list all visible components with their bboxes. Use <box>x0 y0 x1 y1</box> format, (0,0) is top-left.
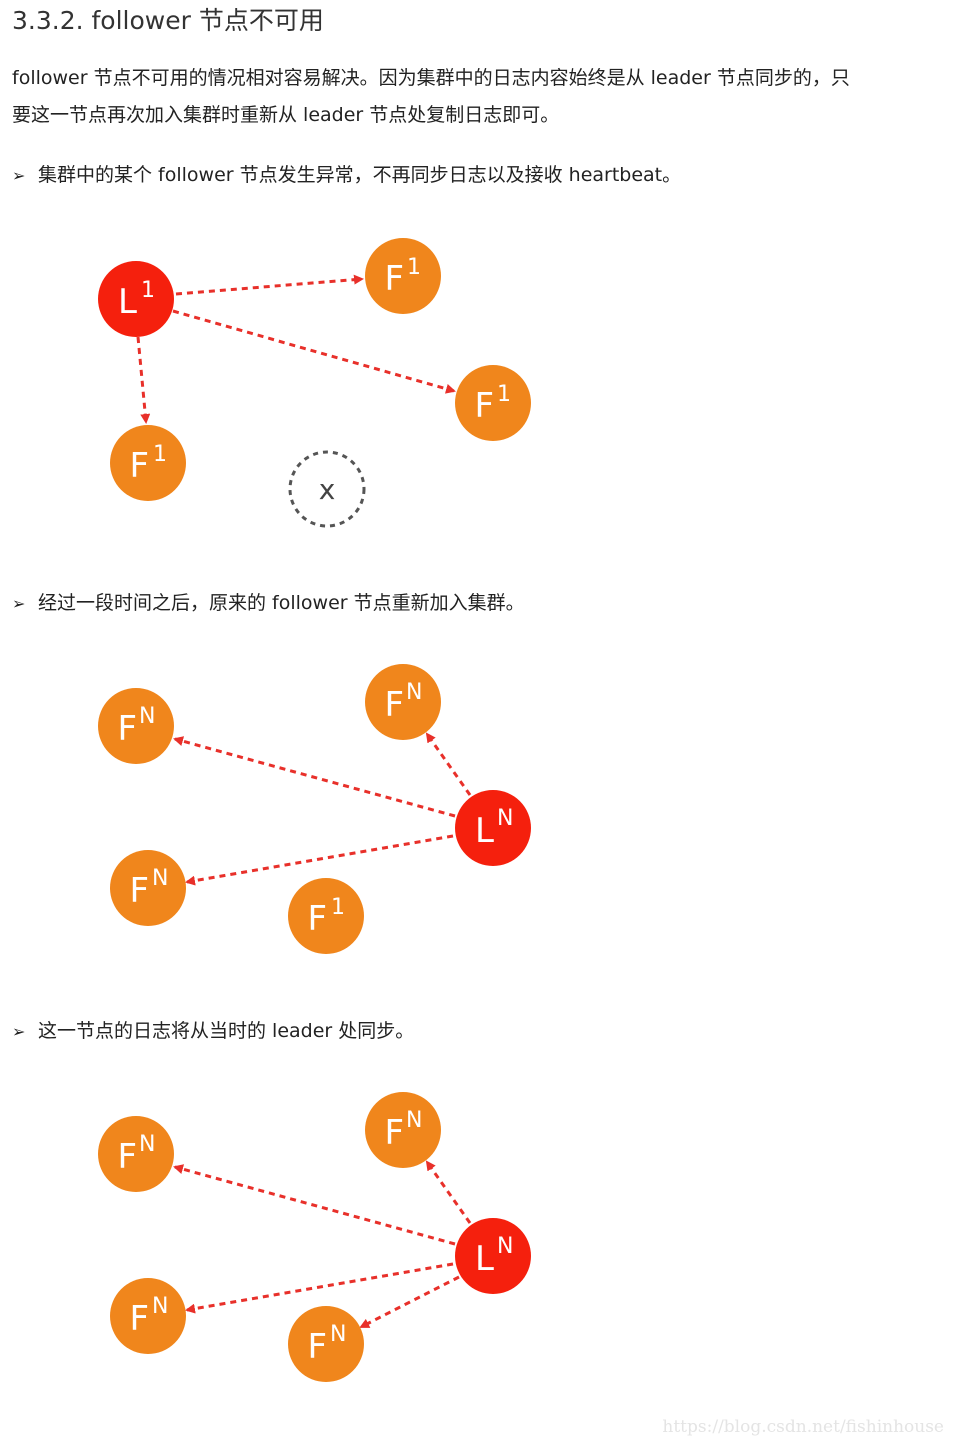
node-term: 1 <box>153 442 167 467</box>
node-letter: F <box>384 1113 404 1153</box>
follower-node: F N <box>98 688 174 764</box>
node-letter: L <box>475 811 494 851</box>
node-term: N <box>152 866 168 891</box>
node-term: 1 <box>331 895 345 920</box>
follower-node: F N <box>110 1278 186 1354</box>
heartbeat-arrow <box>136 336 151 424</box>
node-term: N <box>152 1294 168 1319</box>
synced-follower-node: F N <box>288 1306 364 1382</box>
node-letter: F <box>384 685 404 725</box>
bullet-item-2: ➢ 经过一段时间之后，原来的 follower 节点重新加入集群。 <box>12 591 525 616</box>
heartbeat-arrow <box>185 834 454 886</box>
diagram-follower-rejoin: F N F N L N F N F 1 <box>98 664 531 954</box>
node-letter: L <box>475 1239 494 1279</box>
rejoined-follower-node: F 1 <box>288 878 364 954</box>
node-term: 1 <box>141 278 155 303</box>
heartbeat-arrow <box>173 1164 456 1246</box>
log-sync-arrow <box>359 1275 460 1329</box>
intro-line-2: 要这一节点再次加入集群时重新从 leader 节点处复制日志即可。 <box>12 104 560 126</box>
node-letter: L <box>118 282 137 322</box>
bullet-text: 这一节点的日志将从当时的 leader 处同步。 <box>38 1020 415 1042</box>
node-term: N <box>139 704 155 729</box>
node-letter: F <box>307 1327 327 1367</box>
follower-node: F 1 <box>110 425 186 501</box>
node-letter: F <box>117 709 137 749</box>
heartbeat-arrow <box>425 1160 472 1224</box>
follower-node: F N <box>110 850 186 926</box>
bullet-text: 经过一段时间之后，原来的 follower 节点重新加入集群。 <box>38 592 525 614</box>
follower-node: F 1 <box>455 365 531 441</box>
node-letter: F <box>129 446 149 486</box>
heartbeat-arrow <box>173 736 456 818</box>
watermark: https://blog.csdn.net/fishinhouse <box>662 1417 944 1437</box>
heartbeat-arrow <box>175 274 364 296</box>
bullet-arrow-icon: ➢ <box>12 166 26 185</box>
bullet-text: 集群中的某个 follower 节点发生异常，不再同步日志以及接收 heartb… <box>38 164 682 186</box>
leader-node: L N <box>455 1218 531 1294</box>
diagram-arrows <box>136 274 456 424</box>
section-heading: 3.3.2. follower 节点不可用 <box>12 6 324 35</box>
node-term: 1 <box>497 382 511 407</box>
follower-node: F N <box>98 1116 174 1192</box>
node-letter: F <box>474 386 494 426</box>
node-term: N <box>497 1234 513 1259</box>
node-letter: F <box>384 259 404 299</box>
node-term: 1 <box>407 255 421 280</box>
heartbeat-arrow <box>185 1262 454 1314</box>
diagram-arrows <box>173 732 472 886</box>
node-term: N <box>139 1132 155 1157</box>
bullet-arrow-icon: ➢ <box>12 594 26 613</box>
node-letter: F <box>307 899 327 939</box>
intro-line-1: follower 节点不可用的情况相对容易解决。因为集群中的日志内容始终是从 l… <box>12 67 850 89</box>
node-term: N <box>406 1108 422 1133</box>
node-letter: F <box>117 1137 137 1177</box>
node-term: N <box>330 1322 346 1347</box>
leader-node: L 1 <box>98 261 174 337</box>
heartbeat-arrow <box>425 732 472 796</box>
diagram-follower-failure: L 1 F 1 F 1 F 1 x <box>98 238 531 528</box>
follower-node: F N <box>365 1092 441 1168</box>
bullet-item-1: ➢ 集群中的某个 follower 节点发生异常，不再同步日志以及接收 heart… <box>12 163 681 188</box>
failed-node: x <box>288 450 366 528</box>
heartbeat-arrow <box>172 309 456 394</box>
leader-node: L N <box>455 790 531 866</box>
follower-node: F N <box>365 664 441 740</box>
node-letter: F <box>129 1299 149 1339</box>
failed-node-mark: x <box>319 473 336 506</box>
diagram-arrows <box>173 1160 472 1329</box>
follower-node: F 1 <box>365 238 441 314</box>
node-term: N <box>497 806 513 831</box>
diagram-log-sync: F N F N L N F N F N <box>98 1092 531 1382</box>
bullet-item-3: ➢ 这一节点的日志将从当时的 leader 处同步。 <box>12 1019 414 1044</box>
node-letter: F <box>129 871 149 911</box>
node-term: N <box>406 680 422 705</box>
bullet-arrow-icon: ➢ <box>12 1022 26 1041</box>
